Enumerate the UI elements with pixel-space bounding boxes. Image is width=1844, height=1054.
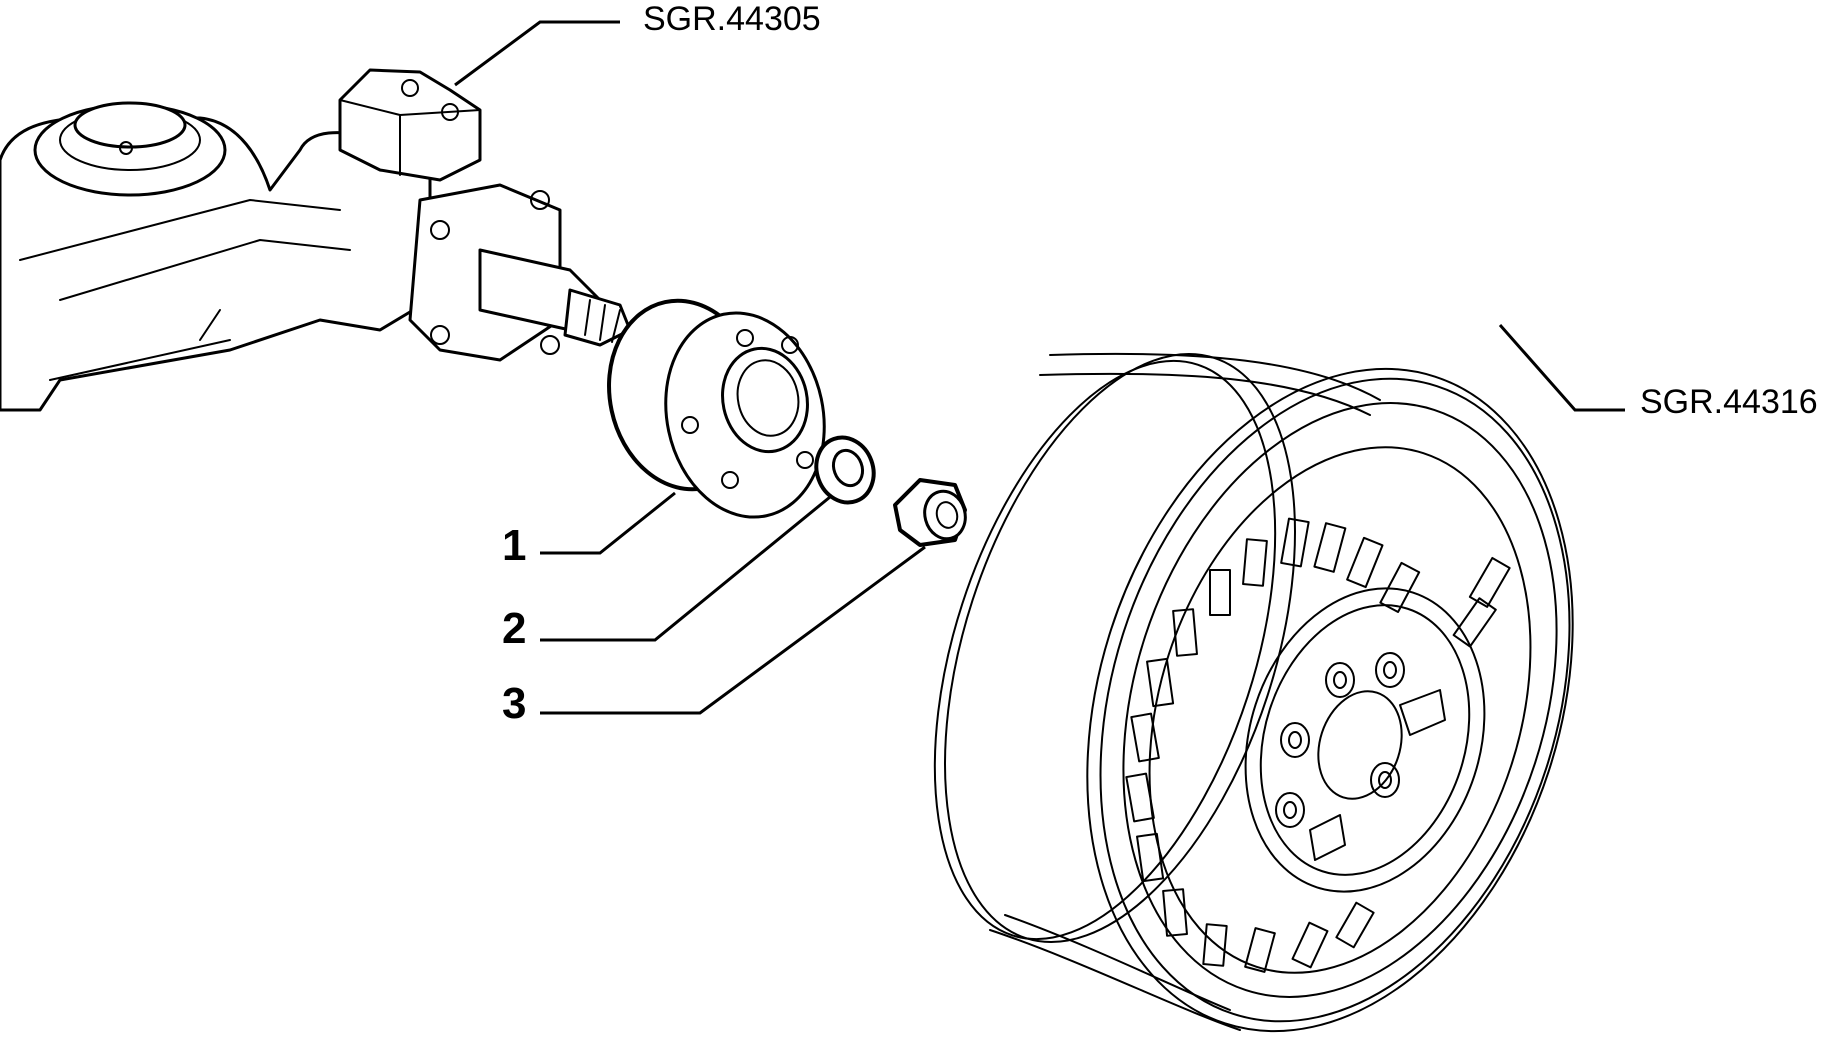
callout-leader-1	[540, 491, 676, 555]
callout-leader-3	[540, 545, 926, 715]
callout-number-1: 1	[502, 521, 526, 570]
callout-1: 1	[502, 491, 676, 570]
callout-2: 2	[502, 495, 831, 653]
leader-line-axle	[454, 20, 620, 87]
rim-bolt-holes	[1275, 652, 1405, 828]
reference-label-axle: SGR.44305	[643, 0, 821, 38]
callout-3: 3	[502, 545, 926, 728]
wheel-hub	[607, 298, 826, 519]
reference-wheel: SGR.44316	[1498, 324, 1818, 421]
wheel-rim	[933, 352, 1574, 1033]
leader-line-wheel	[1498, 324, 1625, 412]
washer	[814, 435, 876, 505]
reference-axle: SGR.44305	[454, 0, 821, 87]
callout-number-3: 3	[502, 679, 526, 728]
reference-label-wheel: SGR.44316	[1640, 383, 1818, 421]
rear-axle-assembly	[0, 68, 632, 412]
callout-leader-2	[540, 495, 831, 642]
nut	[893, 478, 967, 547]
callout-number-2: 2	[502, 604, 526, 653]
